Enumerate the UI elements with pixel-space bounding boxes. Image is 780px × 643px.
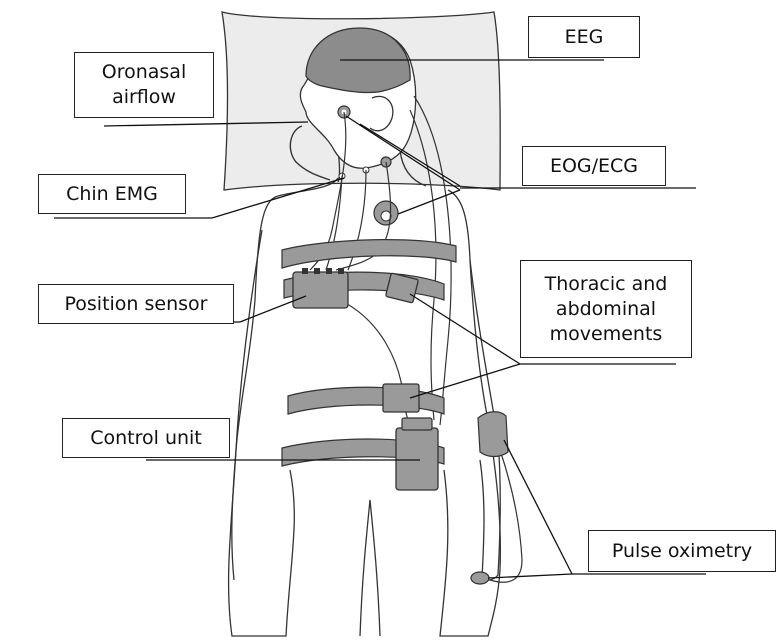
leg-split — [360, 500, 380, 636]
leader-thoracic-a — [410, 294, 520, 364]
label-thoracic-line3: movements — [550, 322, 663, 347]
label-thoracic-line1: Thoracic and — [545, 272, 668, 297]
arm-band — [478, 412, 508, 457]
leader-pulse-b — [488, 574, 572, 578]
label-pulse-oximetry-text: Pulse oximetry — [612, 539, 752, 564]
label-control-unit-text: Control unit — [90, 426, 202, 451]
label-chin-emg: Chin EMG — [38, 174, 186, 214]
left-arm — [232, 230, 262, 580]
label-eog-ecg-text: EOG/ECG — [550, 154, 638, 179]
leader-thoracic-b — [410, 364, 520, 398]
label-oronasal-airflow: Oronasal airflow — [74, 52, 214, 118]
label-chin-emg-text: Chin EMG — [66, 182, 158, 207]
label-eeg: EEG — [528, 16, 640, 58]
label-control-unit: Control unit — [62, 418, 230, 458]
control-unit-top — [402, 418, 432, 430]
label-thoracic-abdominal: Thoracic and abdominal movements — [520, 260, 692, 358]
label-eog-ecg: EOG/ECG — [522, 146, 666, 186]
leader-eog-c — [398, 190, 460, 214]
position-sensor-device — [293, 272, 348, 308]
label-pulse-oximetry: Pulse oximetry — [588, 530, 776, 572]
abdominal-sensor — [383, 384, 419, 412]
label-thoracic-line2: abdominal — [556, 297, 656, 322]
label-oronasal-line2: airflow — [112, 85, 176, 110]
control-unit-device — [396, 428, 438, 490]
abdominal-strap — [288, 387, 444, 414]
label-oronasal-line1: Oronasal — [102, 60, 186, 85]
thoracic-strap-upper — [282, 240, 456, 268]
leader-pulse-a — [504, 440, 572, 574]
finger-probe — [471, 572, 489, 584]
label-position-sensor: Position sensor — [38, 284, 234, 324]
label-eeg-text: EEG — [565, 25, 604, 50]
label-position-sensor-text: Position sensor — [65, 292, 208, 317]
